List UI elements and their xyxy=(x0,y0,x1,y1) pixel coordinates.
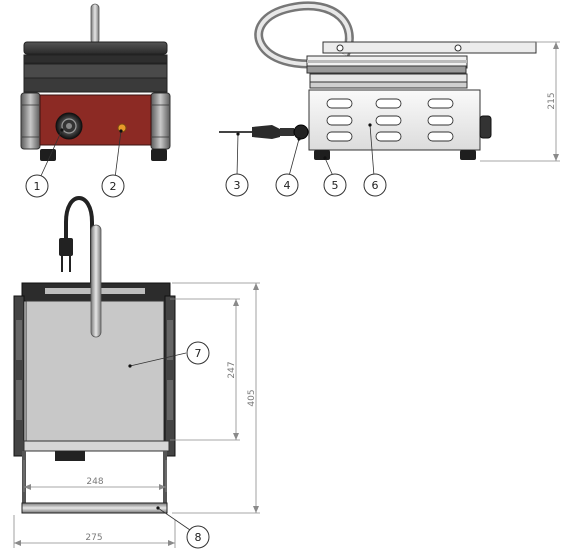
callout-label: 6 xyxy=(372,179,379,192)
callout-4: 4 xyxy=(275,173,299,197)
top-handle-rod xyxy=(90,224,102,338)
power-cord xyxy=(64,196,94,290)
left-side-column xyxy=(20,92,41,150)
upper-grill-plate xyxy=(23,63,168,79)
callout-label: 8 xyxy=(195,531,202,544)
front-handle-bar xyxy=(21,502,168,514)
control-panel xyxy=(39,94,152,146)
handle-rod xyxy=(90,3,100,45)
hinge-bar xyxy=(306,65,467,74)
callout-5: 5 xyxy=(323,173,347,197)
dimension-arrows xyxy=(14,42,559,546)
dimension-inner-width: 248 xyxy=(86,477,103,487)
top-plate xyxy=(23,41,168,55)
dimension-depth: 405 xyxy=(247,389,257,406)
side-knob xyxy=(479,115,492,139)
callout-1: 1 xyxy=(25,174,49,198)
cable-connector xyxy=(293,124,309,140)
callout-2: 2 xyxy=(101,174,125,198)
side-view xyxy=(219,1,537,160)
dimension-height: 215 xyxy=(547,92,557,109)
dimension-inner-depth: 247 xyxy=(227,361,237,378)
front-handle-frame-right xyxy=(163,451,167,513)
callout-6: 6 xyxy=(363,173,387,197)
foot xyxy=(151,149,167,161)
lower-grill-plate xyxy=(23,77,168,93)
top-view xyxy=(13,196,176,514)
front-view xyxy=(20,3,171,161)
foot xyxy=(40,149,56,161)
vent-slots xyxy=(326,98,454,142)
foot xyxy=(314,150,330,160)
callout-7: 7 xyxy=(186,341,210,365)
callout-label: 4 xyxy=(284,179,291,192)
right-rail xyxy=(164,295,176,457)
callout-8: 8 xyxy=(186,525,210,549)
lever-arm xyxy=(322,41,537,54)
callout-label: 2 xyxy=(110,180,117,193)
right-side-column xyxy=(150,92,171,150)
top-plate-rib xyxy=(23,54,168,64)
callout-3: 3 xyxy=(225,173,249,197)
callout-label: 1 xyxy=(34,180,41,193)
power-plug xyxy=(59,238,73,256)
plug-body xyxy=(252,125,280,139)
callout-label: 3 xyxy=(234,179,241,192)
dimension-width: 275 xyxy=(85,533,102,543)
callout-label: 7 xyxy=(195,347,202,360)
callout-label: 5 xyxy=(332,179,339,192)
foot xyxy=(460,150,476,160)
leader-dots xyxy=(60,123,372,510)
front-lip xyxy=(23,440,170,452)
left-rail xyxy=(13,295,25,457)
dimension-lines xyxy=(13,41,560,548)
leader-lines xyxy=(39,124,375,531)
